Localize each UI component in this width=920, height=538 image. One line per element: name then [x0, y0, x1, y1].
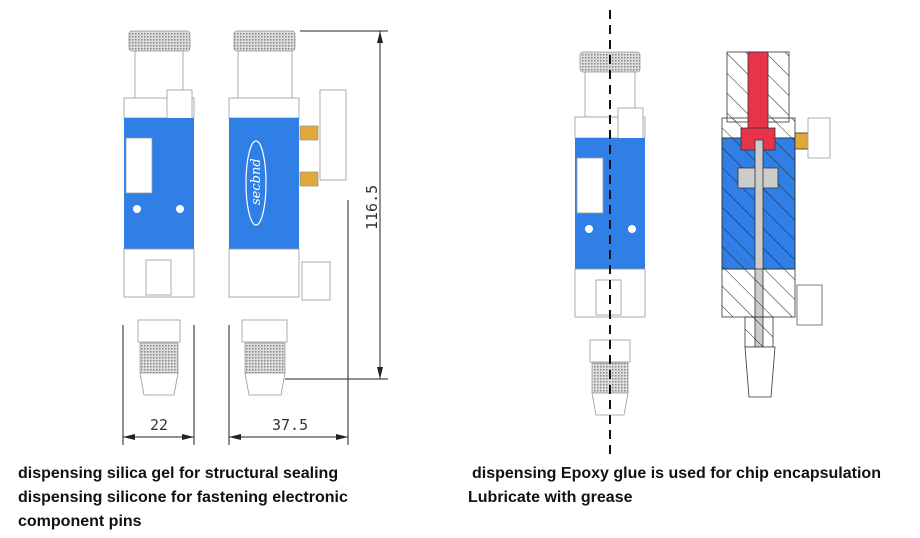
caption-left: dispensing silica gel for structural sea…	[18, 462, 348, 534]
caption-left-line: dispensing silica gel for structural sea…	[18, 465, 339, 482]
caption-right-line: dispensing Epoxy glue is used for chip e…	[472, 465, 881, 482]
valve-cross-section	[721, 51, 831, 398]
valve-side-view: secbnd	[228, 30, 347, 396]
dimension-lines	[122, 30, 388, 445]
knob-knurl	[128, 30, 191, 52]
caption-right: dispensing Epoxy glue is used for chip e…	[468, 462, 881, 510]
svg-text:secbnd: secbnd	[249, 158, 264, 205]
caption-left-line: dispensing silicone for fastening electr…	[18, 489, 348, 506]
caption-left-line: component pins	[18, 513, 142, 530]
dim-width-front: 22	[150, 416, 168, 434]
caption-right-line: Lubricate with grease	[468, 489, 633, 506]
valve-front-view	[123, 30, 195, 396]
dimension-arrows	[123, 31, 383, 440]
dim-height: 116.5	[363, 185, 381, 230]
dim-width-side: 37.5	[272, 416, 308, 434]
